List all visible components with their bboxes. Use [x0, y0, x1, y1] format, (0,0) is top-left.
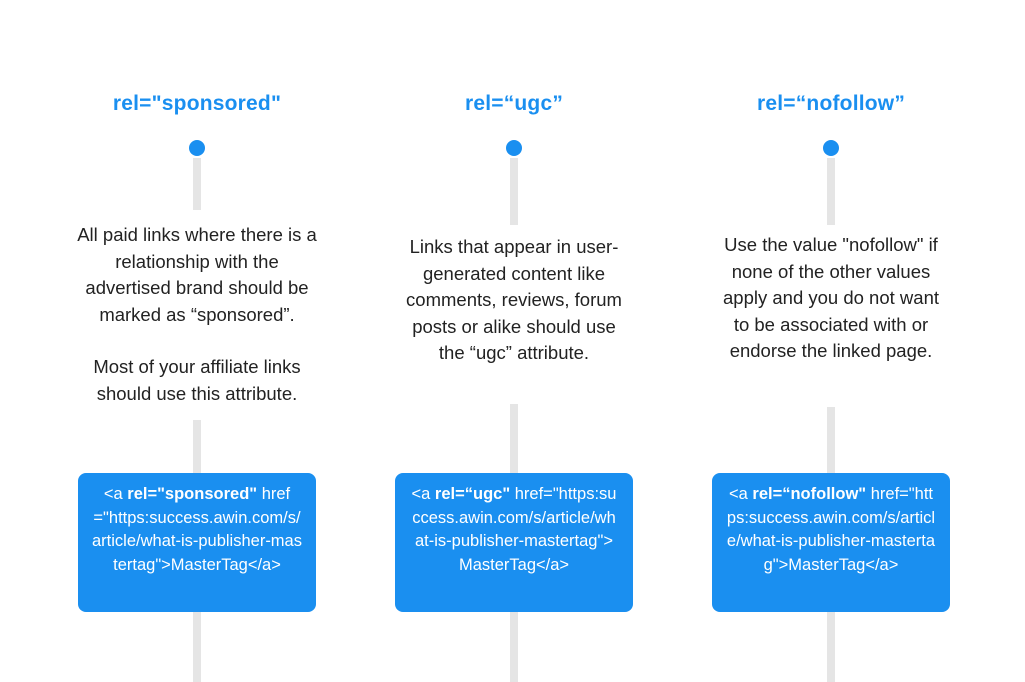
column-sponsored: rel="sponsored" All paid links where the… [77, 0, 317, 682]
column-description: Links that appear in user-generated cont… [394, 234, 634, 367]
timeline-line [193, 420, 201, 473]
timeline-line [510, 158, 518, 225]
code-example-box: <a rel=“ugc" href="https:success.awin.co… [395, 473, 633, 612]
code-href: href="https:success.awin.com/s/article/w… [726, 485, 936, 574]
timeline-line [827, 612, 835, 682]
timeline-dot [189, 140, 205, 156]
code-open-tag: <a [729, 485, 753, 503]
code-rel-attribute: rel="sponsored" [127, 485, 258, 503]
column-ugc: rel=“ugc” Links that appear in user-gene… [394, 0, 634, 682]
code-rel-attribute: rel=“nofollow" [752, 485, 867, 503]
timeline-dot [506, 140, 522, 156]
code-href: href="https:success.awin.com/s/article/w… [412, 485, 617, 574]
column-title: rel=“ugc” [464, 92, 564, 115]
column-title: rel="sponsored" [112, 92, 282, 115]
description-paragraph: Links that appear in user-generated cont… [406, 236, 622, 363]
code-example-box: <a rel="sponsored" href="https:success.a… [78, 473, 316, 612]
column-title: rel=“nofollow” [756, 92, 906, 115]
timeline-line [193, 612, 201, 682]
description-paragraph: Use the value "nofollow" if none of the … [723, 234, 939, 361]
code-rel-attribute: rel=“ugc" [434, 485, 511, 503]
code-open-tag: <a [411, 485, 435, 503]
description-paragraph: All paid links where there is a relation… [77, 224, 317, 325]
code-open-tag: <a [103, 485, 128, 503]
column-description: Use the value "nofollow" if none of the … [711, 232, 951, 365]
code-example-box: <a rel=“nofollow" href="https:success.aw… [712, 473, 950, 612]
timeline-dot [823, 140, 839, 156]
timeline-line [827, 407, 835, 473]
column-nofollow: rel=“nofollow” Use the value "nofollow" … [711, 0, 951, 682]
timeline-line [510, 612, 518, 682]
timeline-line [827, 158, 835, 225]
description-paragraph: Most of your affiliate links should use … [93, 356, 301, 404]
column-description: All paid links where there is a relation… [77, 222, 317, 407]
code-href: href="https:success.awin.com/s/article/w… [92, 485, 302, 574]
timeline-line [510, 404, 518, 473]
timeline-line [193, 158, 201, 210]
